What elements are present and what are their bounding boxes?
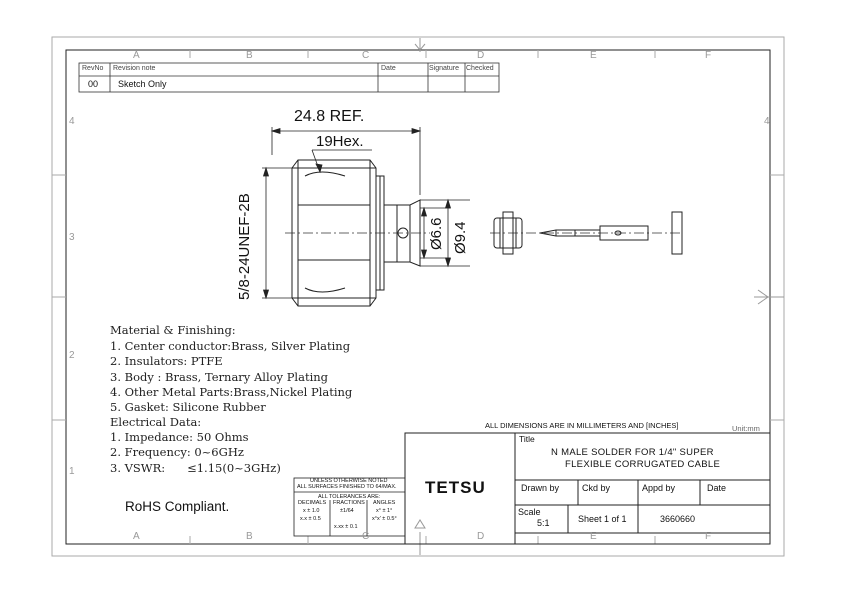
zone-row-4-right: 4 [764,116,770,127]
units-note: ALL DIMENSIONS ARE IN MILLIMETERS AND [I… [485,421,679,430]
electrical-item: 1. Impedance: 50 Ohms [110,430,249,444]
tol-angles-head: ANGLES [373,500,396,506]
title-line-1: N MALE SOLDER FOR 1/4" SUPER [551,447,714,458]
dim-outer-diameter-label: Ø9.4 [452,221,469,254]
rev-header-note: Revision note [113,65,156,72]
rev-note: Sketch Only [118,79,167,89]
drawn-by-label: Drawn by [521,483,560,493]
tol-line-2: ALL SURFACES FINISHED TO 64/MAX. [297,484,397,490]
tolerance-block-lines [293,477,406,537]
zone-col-d: D [477,50,485,61]
zone-row-3: 3 [69,232,75,243]
material-item: 5. Gasket: Silicone Rubber [110,400,266,414]
title-block-lines [404,432,771,545]
dimension-lines [262,127,470,300]
date-label: Date [707,483,727,493]
tol-fractions-head: FRACTIONS [333,500,365,506]
zone-col-a-bottom: A [133,531,140,542]
rohs-note: RoHS Compliant. [125,499,230,514]
title-line-2: FLEXIBLE CORRUGATED CABLE [565,459,721,470]
rev-header-date: Date [381,65,396,72]
tol-decimal-3: x.xx ± 0.1 [334,524,358,530]
tol-decimal-1: x ± 1.0 [303,508,320,514]
dim-thread-label: 5/8-24UNEF-2B [236,193,253,300]
zone-col-e-bottom: E [590,531,597,542]
material-item: 2. Insulators: PTFE [110,354,223,368]
material-heading: Material & Finishing: [110,323,236,337]
zone-col-e: E [590,50,597,61]
dim-inner-diameter-label: Ø6.6 [428,217,445,250]
tol-angle-2: x°x' ± 0.5° [372,516,397,522]
tol-line-3: ALL TOLERANCES ARE: [318,494,381,500]
material-item: 3. Body : Brass, Ternary Alloy Plating [110,370,329,384]
approved-by-label: Appd by [642,483,676,493]
exploded-parts [493,211,683,255]
connector-body [291,159,421,307]
outer-frame [51,36,785,557]
zone-col-a: A [133,50,140,61]
rev-header-signature: Signature [429,65,459,72]
sheet-count: Sheet 1 of 1 [578,514,627,524]
electrical-item: 2. Frequency: 0~6GHz [110,445,244,459]
electrical-item: 3. VSWR: ≤1.15(0~3GHz) [110,461,281,475]
tol-fraction-1: ±1/64 [340,508,354,514]
tol-decimal-2: x.x ± 0.5 [300,516,321,522]
dim-hex-label: 19Hex. [316,133,364,150]
tol-decimals-head: DECIMALS [298,500,327,506]
company-logo-text: TETSU [425,478,486,497]
zone-col-b: B [246,50,253,61]
zone-row-4: 4 [69,116,75,127]
tol-line-1: UNLESS OTHERWISE NOTED [310,478,388,484]
checked-by-label: Ckd by [582,483,611,493]
zone-col-f-bottom: F [705,531,712,542]
zone-col-c: C [362,50,370,61]
scale-value: 5:1 [537,518,550,528]
zone-col-f: F [705,50,712,61]
zone-row-2: 2 [69,350,75,361]
material-item: 1. Center conductor:Brass, Silver Platin… [110,339,351,353]
electrical-heading: Electrical Data: [110,415,202,429]
unit-label: Unit:mm [732,424,760,433]
title-label: Title [519,434,535,444]
rev-header-revno: RevNo [82,65,104,72]
zone-col-c-bottom: C [362,531,370,542]
dim-length-label: 24.8 REF. [294,108,365,125]
zone-row-1: 1 [69,466,75,477]
zone-col-b-bottom: B [246,531,253,542]
scale-label: Scale [518,507,541,517]
rev-number: 00 [88,79,99,89]
revision-table-lines [78,62,500,93]
part-number: 3660660 [660,514,696,524]
tol-angle-1: x° ± 1° [376,508,393,514]
material-item: 4. Other Metal Parts:Brass,Nickel Platin… [110,385,353,399]
zone-col-d-bottom: D [477,531,485,542]
rev-header-checked: Checked [466,65,494,72]
